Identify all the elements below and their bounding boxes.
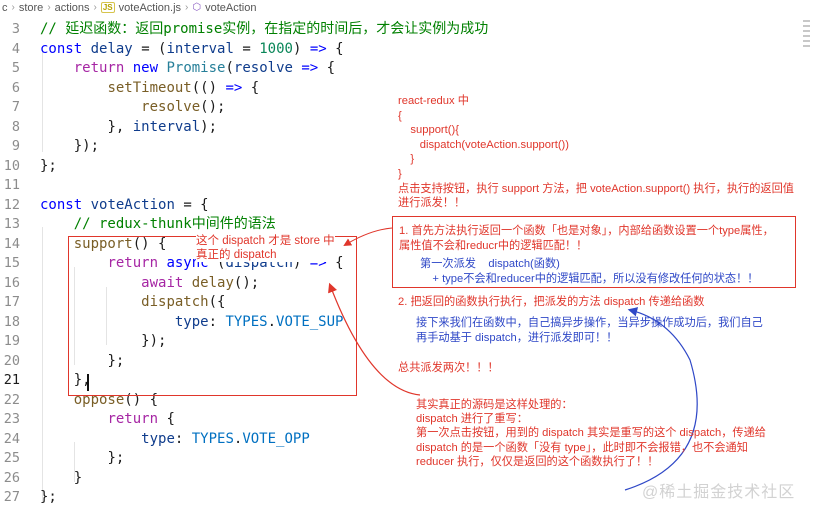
code-text: const delay = (interval = 1000) => { <box>40 40 344 57</box>
code-line[interactable]: 5 return new Promise(resolve => { <box>0 59 800 79</box>
line-number: 20 <box>3 352 20 369</box>
line-number: 4 <box>11 40 20 57</box>
second-step-note: 2. 把返回的函数执行执行，把派发的方法 dispatch 传递给函数 <box>398 296 705 308</box>
line-number: 27 <box>3 489 20 505</box>
code-line[interactable]: 14 support() { <box>0 235 800 255</box>
code-line[interactable]: 17 dispatch({ <box>0 293 800 313</box>
code-line[interactable]: 20 }; <box>0 352 800 372</box>
code-text: }); <box>73 138 100 154</box>
source-code-note: 其实真正的源码是这样处理的： dispatch 进行了重写： 第一次点击按钮，用… <box>416 399 766 468</box>
line-number: 15 <box>3 255 20 271</box>
line-number: 8 <box>11 118 20 135</box>
total-dispatch-note: 总共派发两次！！！ <box>398 362 499 374</box>
code-text: }); <box>141 333 167 349</box>
code-line[interactable]: 13 // redux-thunk中间件的语法 <box>0 215 800 235</box>
code-line[interactable]: 9 }); <box>0 137 800 157</box>
breadcrumb-item-actions[interactable]: actions <box>54 1 90 14</box>
line-number: 26 <box>3 469 20 486</box>
code-text: }, interval); <box>107 118 218 135</box>
code-line[interactable]: 21 }, <box>0 371 800 391</box>
text-cursor <box>87 374 89 391</box>
code-text: const voteAction = { <box>40 196 209 213</box>
line-number: 9 <box>11 138 20 154</box>
code-line[interactable]: 26 } <box>0 469 800 489</box>
breadcrumb-item-file[interactable]: voteAction.js <box>118 1 182 14</box>
scrollbar-overview[interactable] <box>803 20 811 50</box>
code-text: return { <box>107 411 175 427</box>
code-text: // 延迟函数：返回promise实例，在指定的时间后，才会让实例为成功 <box>40 21 489 37</box>
watermark: @稀土掘金技术社区 <box>642 484 796 501</box>
line-number: 5 <box>11 60 20 76</box>
indent-guide <box>74 267 75 365</box>
second-step-detail-note: 接下来我们在函数中，自己搞异步操作，当异步操作成功后，我们自己 再手动基于 di… <box>416 317 763 344</box>
code-text: return new Promise(resolve => { <box>73 60 336 76</box>
chevron-right-icon: › <box>93 2 97 13</box>
line-number: 10 <box>3 157 20 174</box>
code-line[interactable]: 4 const delay = (interval = 1000) => { <box>0 40 800 60</box>
breadcrumb-item-root[interactable]: c <box>2 1 8 14</box>
chevron-right-icon: › <box>185 2 189 13</box>
code-line[interactable]: 18 type: TYPES.VOTE_SUP <box>0 313 800 333</box>
line-number: 13 <box>3 216 20 232</box>
line-number: 12 <box>3 196 20 213</box>
code-line[interactable]: 12 const voteAction = { <box>0 196 800 216</box>
code-text: }, <box>73 372 91 388</box>
real-dispatch-note: 这个 dispatch 才是 store 中 真正的 dispatch <box>196 234 335 262</box>
code-text: type: TYPES.VOTE_OPP <box>141 430 310 447</box>
line-number: 21 <box>3 372 20 388</box>
code-text: }; <box>107 450 125 466</box>
code-text: await delay(); <box>141 274 260 291</box>
first-step-note: 1. 首先方法执行返回一个函数「也是对象」，内部给函数设置一个type属性， 属… <box>399 225 774 252</box>
code-text: } <box>73 469 83 486</box>
breadcrumb: c › store › actions › JS voteAction.js ›… <box>0 0 813 15</box>
chevron-right-icon: › <box>11 2 15 13</box>
line-number: 18 <box>3 313 20 330</box>
first-dispatch-box <box>392 216 796 288</box>
line-number: 16 <box>3 274 20 291</box>
code-text: setTimeout(() => { <box>107 79 260 96</box>
breadcrumb-item-store[interactable]: store <box>18 1 44 14</box>
code-line[interactable]: 25 }; <box>0 449 800 469</box>
first-dispatch-note: 第一次派发 dispatch(函数) + type不会和reducer中的逻辑匹… <box>420 258 759 285</box>
line-number: 11 <box>3 177 20 193</box>
code-text: }; <box>40 489 57 505</box>
line-number: 19 <box>3 333 20 349</box>
code-text: }; <box>107 352 125 369</box>
code-line[interactable]: 6 setTimeout(() => { <box>0 79 800 99</box>
line-number: 14 <box>3 235 20 252</box>
code-line[interactable]: 7 resolve(); <box>0 98 800 118</box>
code-line[interactable]: 16 await delay(); <box>0 274 800 294</box>
javascript-file-icon: JS <box>100 2 115 13</box>
indent-guide <box>42 227 43 503</box>
line-number: 17 <box>3 294 20 310</box>
line-number: 22 <box>3 391 20 408</box>
line-number: 25 <box>3 450 20 466</box>
code-text: dispatch({ <box>141 294 226 310</box>
breadcrumb-item-symbol[interactable]: voteAction <box>205 1 257 14</box>
code-text: resolve(); <box>141 99 226 115</box>
react-redux-note: react-redux 中 { support(){ dispatch(vote… <box>398 95 794 210</box>
line-number: 24 <box>3 430 20 447</box>
code-line[interactable]: 23 return { <box>0 410 800 430</box>
code-text: // redux-thunk中间件的语法 <box>73 216 276 232</box>
code-line[interactable]: 8 }, interval); <box>0 118 800 138</box>
code-line[interactable]: 3 // 延迟函数：返回promise实例，在指定的时间后，才会让实例为成功 <box>0 20 800 40</box>
line-number: 6 <box>11 79 20 96</box>
code-line[interactable]: 27}; <box>0 488 800 508</box>
line-number: 3 <box>11 21 20 37</box>
code-line[interactable]: 11 <box>0 176 800 196</box>
code-text: type: TYPES.VOTE_SUP <box>174 313 344 330</box>
code-text: }; <box>40 157 57 174</box>
chevron-right-icon: › <box>47 2 51 13</box>
code-line[interactable]: 24 type: TYPES.VOTE_OPP <box>0 430 800 450</box>
code-line[interactable]: 19 }); <box>0 332 800 352</box>
code-line[interactable]: 10}; <box>0 157 800 177</box>
indent-guide <box>106 287 107 345</box>
indent-guide <box>42 52 43 152</box>
symbol-variable-icon: ⬡ <box>192 2 202 13</box>
line-number: 7 <box>11 99 20 115</box>
line-number: 23 <box>3 411 20 427</box>
code-text: support() { <box>73 235 167 252</box>
indent-guide <box>74 442 75 482</box>
